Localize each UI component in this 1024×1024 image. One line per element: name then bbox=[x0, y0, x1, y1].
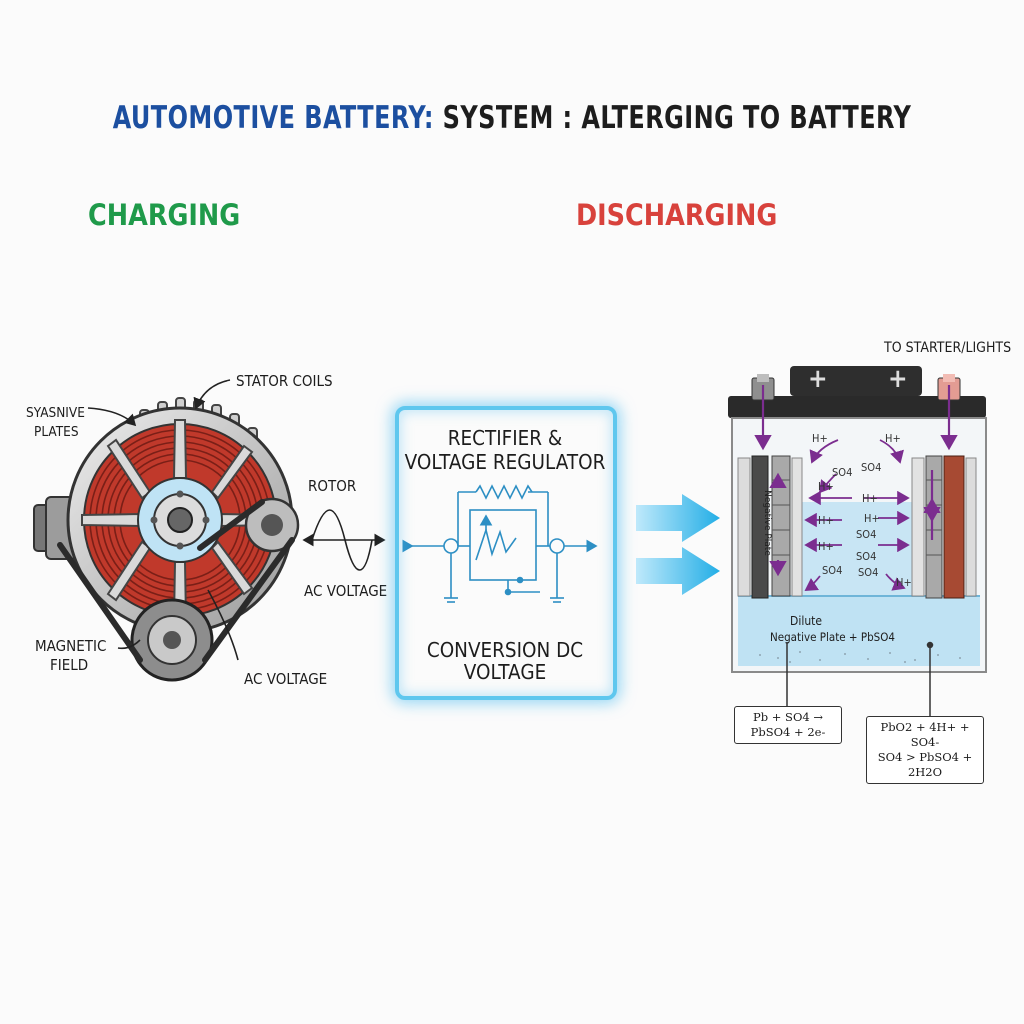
equation-negative-line-2: PbSO4 + 2e- bbox=[750, 725, 826, 739]
dilute-label: Dilute bbox=[790, 614, 823, 628]
alternator-illustration bbox=[33, 397, 300, 682]
ion-h-4: H+ bbox=[862, 492, 878, 505]
stator-coils-label: STATOR COILS bbox=[236, 372, 333, 390]
rectifier-title-2: VOLTAGE REGULATOR bbox=[404, 450, 606, 474]
ac-waveform bbox=[302, 509, 386, 571]
equation-negative-line-1: Pb + SO4 → bbox=[753, 710, 823, 724]
ion-h-2: H+ bbox=[885, 432, 901, 445]
negative-plate-label: Negative Plate + PbSO4 bbox=[770, 630, 896, 644]
ion-h-1: H+ bbox=[812, 432, 828, 445]
battery-plus-sign: + bbox=[888, 364, 908, 394]
magnetic-field-label-1: MAGNETIC bbox=[35, 637, 107, 655]
title-part-2: SYSTEM : ALTERGING TO BATTERY bbox=[442, 100, 912, 136]
equation-box-positive: PbO2 + 4H+ + SO4- SO4 > PbSO4 + 2H2O bbox=[866, 716, 984, 784]
battery-illustration bbox=[728, 366, 987, 716]
ion-so4-5: SO4 bbox=[822, 564, 843, 577]
ion-h-6: H+ bbox=[864, 512, 880, 525]
title-part-1: AUTOMOTIVE BATTERY: bbox=[112, 100, 434, 136]
ion-h-7: H+ bbox=[818, 540, 834, 553]
ac-voltage-label-2: AC VOLTAGE bbox=[244, 670, 328, 688]
battery-minus-sign: + bbox=[808, 364, 828, 394]
equation-positive-line-1: PbO2 + 4H+ + SO4- bbox=[880, 720, 970, 749]
sysnive-plates-label-2: PLATES bbox=[34, 424, 79, 440]
rectifier-title-1: RECTIFIER & bbox=[447, 426, 563, 450]
ion-so4-4: SO4 bbox=[856, 550, 877, 563]
ion-so4-1: SO4 bbox=[832, 466, 853, 479]
rotor-label: ROTOR bbox=[308, 477, 357, 495]
ion-h-5: H+ bbox=[818, 514, 834, 527]
ion-so4-2: SO4 bbox=[861, 461, 882, 474]
ion-h-3: H+ bbox=[818, 480, 834, 493]
diagram-title: AUTOMOTIVE BATTERY: SYSTEM : ALTERGING T… bbox=[72, 100, 953, 136]
rectifier-box bbox=[395, 406, 617, 700]
plate-text: Negative Plate bbox=[761, 490, 772, 556]
conversion-label-1: CONVERSION DC bbox=[426, 638, 584, 662]
magnetic-field-label-2: FIELD bbox=[50, 656, 89, 674]
ion-h-8: H+ bbox=[896, 576, 912, 589]
ion-so4-6: SO4 bbox=[858, 566, 879, 579]
sysnive-plates-label-1: SYASNIVE bbox=[26, 405, 85, 421]
charging-heading: CHARGING bbox=[88, 198, 241, 232]
flow-arrows bbox=[636, 494, 720, 595]
equation-positive-line-2: SO4 > PbSO4 + 2H2O bbox=[877, 750, 973, 779]
equation-box-negative: Pb + SO4 → PbSO4 + 2e- bbox=[734, 706, 842, 744]
rectifier-schematic bbox=[402, 484, 598, 603]
to-starter-label: TO STARTER/LIGHTS bbox=[884, 340, 1012, 356]
conversion-label-2: VOLTAGE bbox=[463, 660, 547, 684]
ion-so4-3: SO4 bbox=[856, 528, 877, 541]
ac-voltage-label-1: AC VOLTAGE bbox=[304, 582, 388, 600]
discharging-heading: DISCHARGING bbox=[576, 198, 778, 232]
